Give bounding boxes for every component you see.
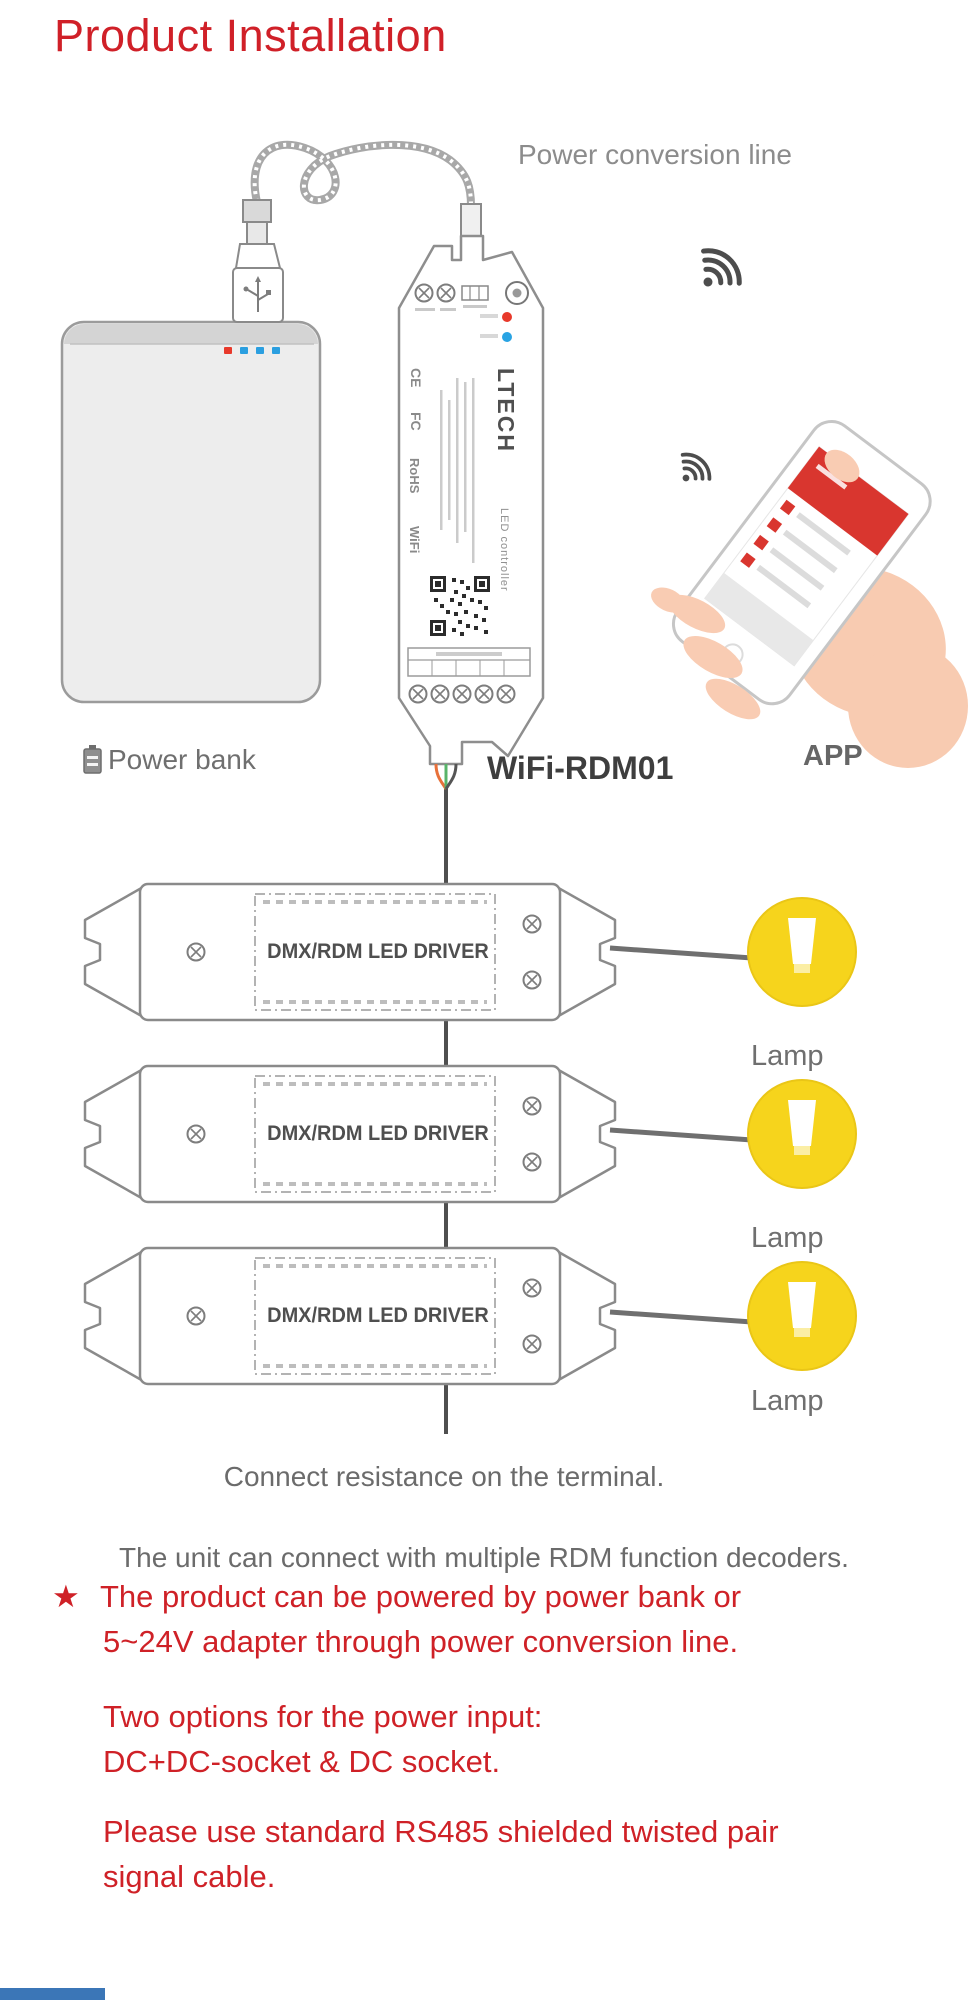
driver-label-3: DMX/RDM LED DRIVER bbox=[267, 1304, 489, 1327]
output-wires bbox=[434, 763, 458, 790]
controller-label: WiFi-RDM01 bbox=[487, 750, 674, 786]
fcc-mark: FC bbox=[408, 412, 424, 431]
hand-fingers bbox=[651, 449, 860, 720]
brand-subtext: LED controller bbox=[498, 508, 510, 592]
usb-icon bbox=[243, 276, 271, 312]
output-terminals bbox=[408, 684, 516, 704]
red-led bbox=[502, 312, 512, 322]
caption-line-2: The unit can connect with multiple RDM f… bbox=[119, 1542, 849, 1573]
blue-led bbox=[502, 332, 512, 342]
footer-page-bar bbox=[0, 1988, 105, 2000]
qr-code bbox=[426, 572, 494, 640]
power-conversion-line-label: Power conversion line bbox=[518, 139, 792, 170]
lamp-label-2: Lamp bbox=[751, 1222, 824, 1254]
lamp-label-1: Lamp bbox=[751, 1040, 824, 1072]
note3-line2: signal cable. bbox=[103, 1859, 276, 1894]
wifi-mark: WiFi bbox=[407, 526, 422, 554]
terminal-legend bbox=[407, 647, 531, 677]
note2-line2: DC+DC-socket & DC socket. bbox=[103, 1744, 501, 1779]
note2-line1: Two options for the power input: bbox=[103, 1699, 543, 1734]
battery-icon bbox=[83, 745, 102, 774]
app-label: APP bbox=[803, 740, 863, 772]
brand-text: LTECH bbox=[493, 368, 519, 453]
power-bank-label: Power bank bbox=[108, 744, 256, 775]
ce-mark: CE bbox=[408, 368, 424, 388]
lamp-icon-1 bbox=[747, 897, 857, 1007]
page-title: Product Installation bbox=[54, 10, 447, 61]
driver-label-1: DMX/RDM LED DRIVER bbox=[267, 940, 489, 963]
caption-line-1: Connect resistance on the terminal. bbox=[223, 1461, 665, 1492]
phone-wifi-icon bbox=[668, 446, 717, 495]
lamp-icon-3 bbox=[747, 1261, 857, 1371]
wifi-rdm01-controller bbox=[397, 203, 545, 790]
power-bank-leds bbox=[224, 347, 280, 354]
smartphone bbox=[671, 419, 932, 706]
note1-line1: The product can be powered by power bank… bbox=[100, 1579, 742, 1614]
wifi-signal-icon bbox=[687, 243, 747, 302]
lamp-wires bbox=[609, 945, 753, 1325]
lamp-label-3: Lamp bbox=[751, 1385, 824, 1417]
spec-text-lines bbox=[440, 378, 475, 563]
usb-plug bbox=[232, 199, 284, 323]
note3-line1: Please use standard RS485 shielded twist… bbox=[103, 1814, 779, 1849]
driver-label-2: DMX/RDM LED DRIVER bbox=[267, 1122, 489, 1145]
star-bullet: ★ bbox=[52, 1579, 80, 1614]
rohs-mark: RoHS bbox=[407, 458, 422, 494]
app-list-rows bbox=[740, 499, 851, 609]
power-conversion-cable bbox=[250, 140, 475, 210]
power-bank bbox=[60, 320, 322, 704]
note1-line2: 5~24V adapter through power conversion l… bbox=[103, 1624, 739, 1659]
lamp-icon-2 bbox=[747, 1079, 857, 1189]
app-header bbox=[787, 446, 909, 556]
